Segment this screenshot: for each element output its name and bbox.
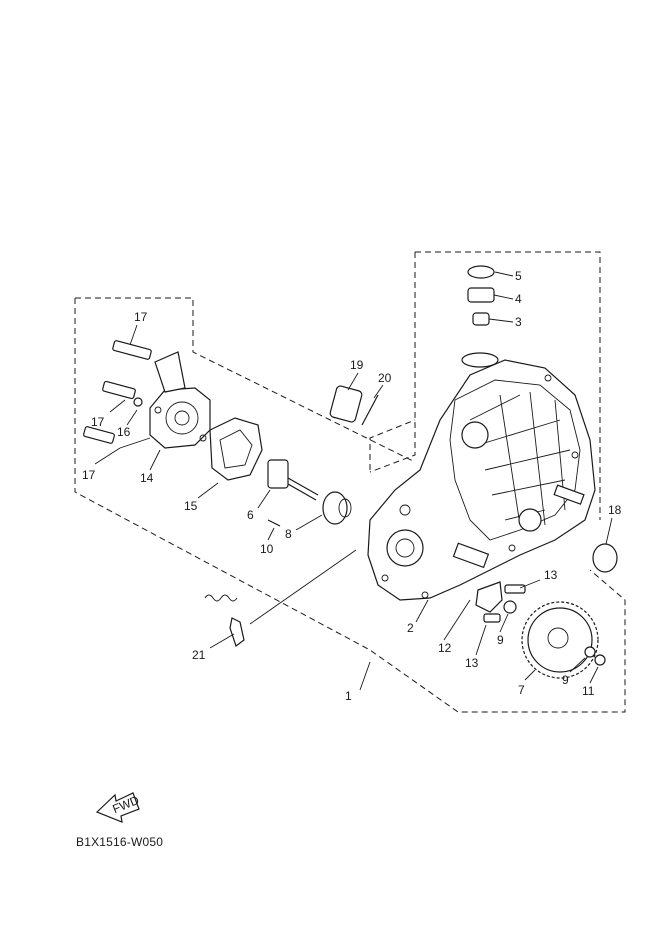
assembly-boundary-top — [369, 251, 601, 520]
label-part-7: 7 — [518, 683, 525, 697]
label-part-12: 12 — [438, 641, 452, 655]
label-part-17-low: 17 — [82, 468, 96, 482]
label-part-17-top: 17 — [134, 310, 148, 324]
label-part-2: 2 — [407, 621, 414, 635]
clip-part-21 — [229, 617, 245, 647]
drawing-code: B1X1516-W050 — [76, 835, 164, 849]
pump-gasket — [209, 417, 263, 481]
bearing — [322, 491, 352, 525]
fwd-arrow-icon: FWD — [95, 792, 141, 823]
label-part-18: 18 — [608, 503, 622, 517]
washer-part-9-upper — [503, 600, 517, 614]
label-part-8: 8 — [285, 527, 292, 541]
label-part-13-lower: 13 — [465, 656, 479, 670]
gear-part-7 — [521, 601, 599, 679]
water-pump-housing — [149, 351, 211, 449]
label-part-9-upper: 9 — [497, 633, 504, 647]
label-part-4: 4 — [515, 292, 522, 306]
label-part-14: 14 — [140, 471, 154, 485]
label-part-10: 10 — [260, 542, 274, 556]
assembly-boundary-left — [74, 297, 626, 713]
clip-part-20 — [361, 394, 379, 426]
washer-part-16 — [133, 397, 143, 407]
seal-part-5 — [467, 265, 495, 279]
bearing-part-4 — [467, 287, 495, 303]
label-part-5: 5 — [515, 269, 522, 283]
label-part-1: 1 — [345, 689, 352, 703]
bolt-part-17-mid — [102, 380, 136, 400]
bolt-part-13-lower — [483, 613, 501, 623]
label-part-13-upper: 13 — [544, 568, 558, 582]
label-part-15: 15 — [184, 499, 198, 513]
crankcase-cover — [367, 352, 596, 601]
label-part-9-lower: 9 — [562, 673, 569, 687]
label-part-19: 19 — [350, 358, 364, 372]
impeller-shaft — [267, 459, 319, 501]
label-part-6: 6 — [247, 508, 254, 522]
spring-part-21 — [204, 594, 238, 602]
label-part-20: 20 — [378, 371, 392, 385]
leader-lines — [94, 271, 613, 691]
label-part-16: 16 — [117, 425, 131, 439]
circlip-part-11 — [594, 654, 606, 666]
boundary-link-19-20 — [369, 419, 416, 470]
label-part-21: 21 — [192, 648, 206, 662]
oil-seal-part-18 — [592, 543, 618, 573]
bushing-part-3 — [472, 312, 490, 326]
label-part-17-mid: 17 — [91, 415, 105, 429]
pin-part-10 — [267, 519, 281, 527]
bolt-part-17-low — [83, 426, 115, 444]
washer-part-9-lower — [584, 646, 596, 658]
bracket-part-12 — [475, 581, 503, 613]
bolt-part-17-top — [112, 340, 152, 360]
bolt-part-13-upper — [504, 584, 526, 594]
label-part-11: 11 — [582, 684, 595, 698]
label-part-3: 3 — [515, 315, 522, 329]
cap-part-19 — [329, 385, 363, 423]
